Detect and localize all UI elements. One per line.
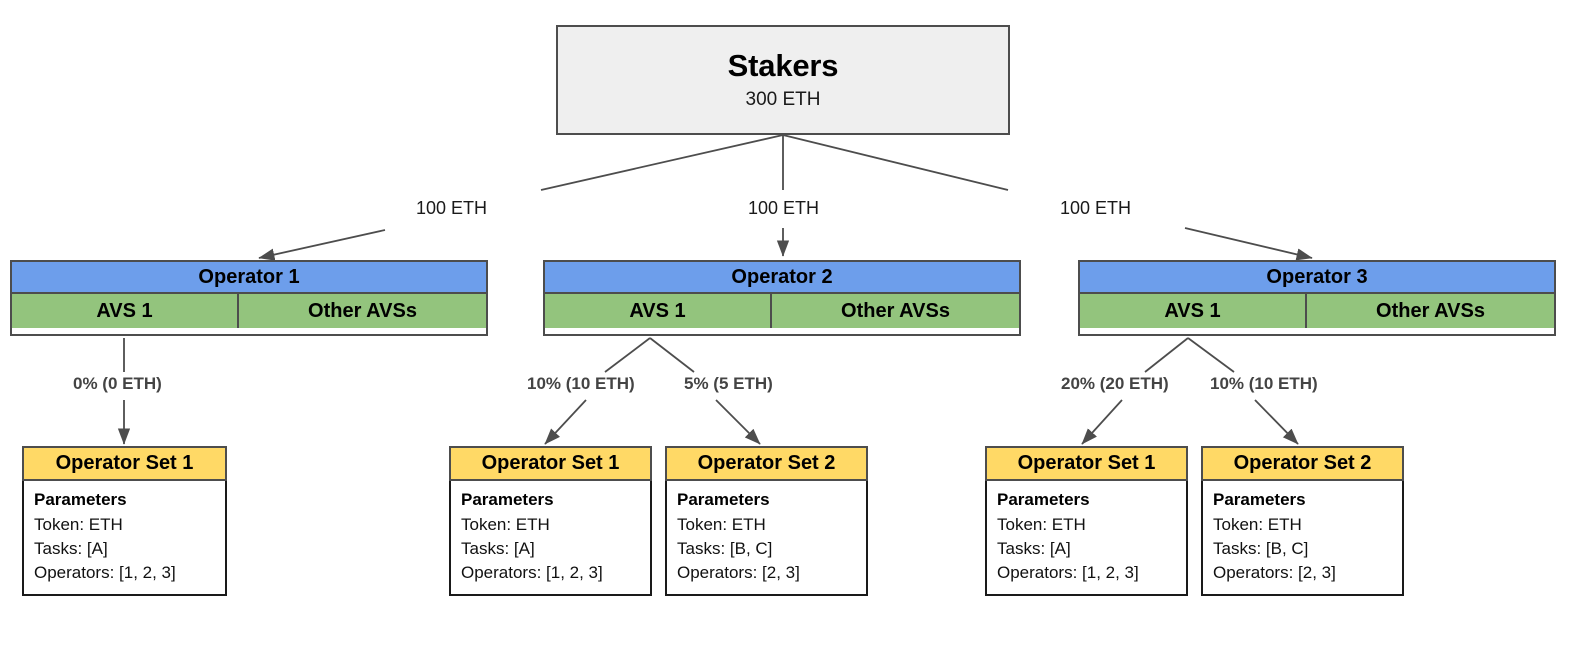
stakers-node[interactable]: Stakers 300 ETH <box>556 25 1010 135</box>
operator-set-2-2-body: Parameters Token: ETH Tasks: [B, C] Oper… <box>665 481 868 597</box>
operator-set-node-2-2[interactable]: Operator Set 2 Parameters Token: ETH Tas… <box>665 446 868 597</box>
operators-line: Operators: [1, 2, 3] <box>34 562 176 582</box>
operator-set-2-1-body: Parameters Token: ETH Tasks: [A] Operato… <box>449 481 652 597</box>
tasks-line: Tasks: [B, C] <box>677 538 773 558</box>
operator-set-3-2-body: Parameters Token: ETH Tasks: [B, C] Oper… <box>1201 481 1404 597</box>
operator-set-3-1-body: Parameters Token: ETH Tasks: [A] Operato… <box>985 481 1188 597</box>
edge-label-stake-2: 100 ETH <box>745 198 823 219</box>
operator-2-avs-1-cell[interactable]: AVS 1 <box>545 294 772 328</box>
edge-label-alloc-3-1: 20% (20 ETH) <box>1058 374 1172 394</box>
operator-set-1-1-title: Operator Set 1 <box>22 446 227 481</box>
operator-set-1-1-body: Parameters Token: ETH Tasks: [A] Operato… <box>22 481 227 597</box>
token-line: Token: ETH <box>677 514 766 534</box>
operator-3-other-avss-cell[interactable]: Other AVSs <box>1307 294 1554 328</box>
edge-label-stake-1: 100 ETH <box>413 198 491 219</box>
operator-1-avs-row: AVS 1 Other AVSs <box>12 294 486 328</box>
parameters-label: Parameters <box>677 490 770 509</box>
operator-3-avs-1-cell[interactable]: AVS 1 <box>1080 294 1307 328</box>
token-line: Token: ETH <box>34 514 123 534</box>
operator-set-node-1-1[interactable]: Operator Set 1 Parameters Token: ETH Tas… <box>22 446 227 597</box>
tasks-line: Tasks: [B, C] <box>1213 538 1309 558</box>
tasks-line: Tasks: [A] <box>461 538 535 558</box>
token-line: Token: ETH <box>1213 514 1302 534</box>
operator-1-header: Operator 1 <box>12 262 486 294</box>
operator-set-2-1-title: Operator Set 1 <box>449 446 652 481</box>
tasks-line: Tasks: [A] <box>997 538 1071 558</box>
operator-set-3-2-title: Operator Set 2 <box>1201 446 1404 481</box>
operator-set-node-2-1[interactable]: Operator Set 1 Parameters Token: ETH Tas… <box>449 446 652 597</box>
tasks-line: Tasks: [A] <box>34 538 108 558</box>
operator-node-1[interactable]: Operator 1 AVS 1 Other AVSs <box>10 260 488 336</box>
edge-stakers-to-operator-1 <box>258 134 784 261</box>
parameters-label: Parameters <box>461 490 554 509</box>
edge-label-stake-3: 100 ETH <box>1057 198 1135 219</box>
operator-node-2[interactable]: Operator 2 AVS 1 Other AVSs <box>543 260 1021 336</box>
stakers-title: Stakers <box>727 47 839 83</box>
parameters-label: Parameters <box>1213 490 1306 509</box>
operator-2-header: Operator 2 <box>545 262 1019 294</box>
edge-label-alloc-3-2: 10% (10 ETH) <box>1207 374 1321 394</box>
operators-line: Operators: [1, 2, 3] <box>997 562 1139 582</box>
operator-set-3-1-title: Operator Set 1 <box>985 446 1188 481</box>
operator-1-other-avss-cell[interactable]: Other AVSs <box>239 294 486 328</box>
operators-line: Operators: [2, 3] <box>1213 562 1336 582</box>
operator-set-node-3-1[interactable]: Operator Set 1 Parameters Token: ETH Tas… <box>985 446 1188 597</box>
edge-label-alloc-2-1: 10% (10 ETH) <box>524 374 638 394</box>
operators-line: Operators: [1, 2, 3] <box>461 562 603 582</box>
operator-3-avs-row: AVS 1 Other AVSs <box>1080 294 1554 328</box>
operator-set-node-3-2[interactable]: Operator Set 2 Parameters Token: ETH Tas… <box>1201 446 1404 597</box>
operator-set-2-2-title: Operator Set 2 <box>665 446 868 481</box>
operator-1-avs-1-cell[interactable]: AVS 1 <box>12 294 239 328</box>
stakers-amount: 300 ETH <box>745 89 821 111</box>
operator-2-other-avss-cell[interactable]: Other AVSs <box>772 294 1019 328</box>
edge-stakers-to-operator-3 <box>782 134 1313 261</box>
operator-node-3[interactable]: Operator 3 AVS 1 Other AVSs <box>1078 260 1556 336</box>
edge-label-alloc-2-2: 5% (5 ETH) <box>681 374 776 394</box>
operator-3-header: Operator 3 <box>1080 262 1554 294</box>
operator-2-avs-row: AVS 1 Other AVSs <box>545 294 1019 328</box>
parameters-label: Parameters <box>34 490 127 509</box>
parameters-label: Parameters <box>997 490 1090 509</box>
token-line: Token: ETH <box>997 514 1086 534</box>
token-line: Token: ETH <box>461 514 550 534</box>
edge-label-alloc-1-1: 0% (0 ETH) <box>70 374 165 394</box>
operators-line: Operators: [2, 3] <box>677 562 800 582</box>
